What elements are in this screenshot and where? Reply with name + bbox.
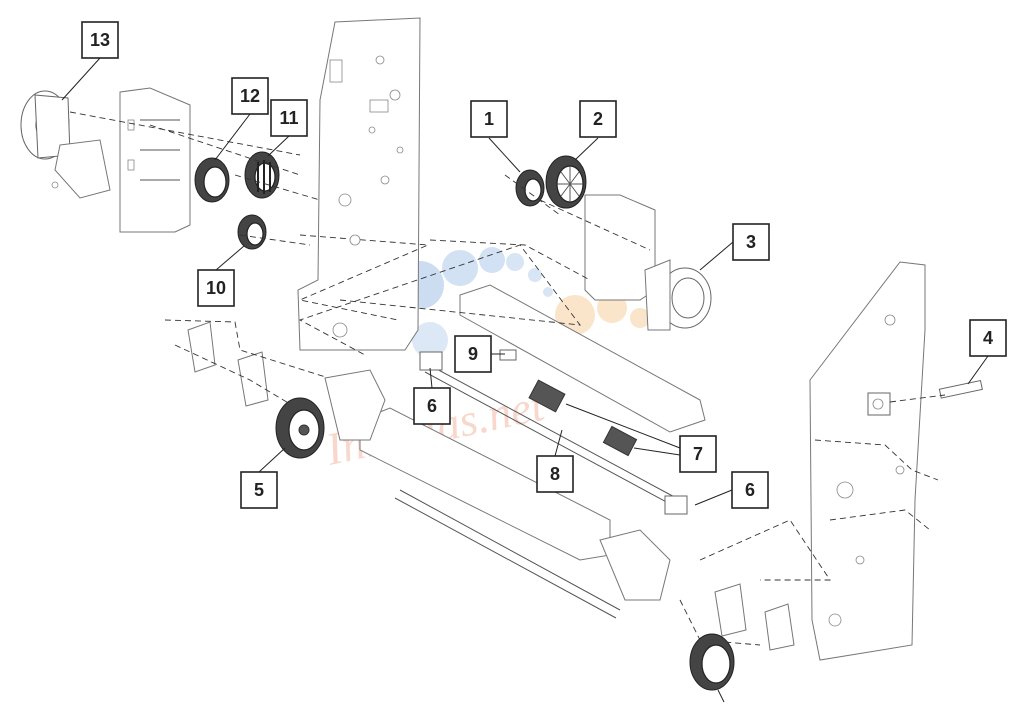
main-side-frame (297, 17, 429, 351)
svg-text:8: 8 (550, 464, 560, 484)
svg-text:5: 5 (254, 480, 264, 500)
callout-6-right: 6 (694, 471, 769, 509)
svg-text:10: 10 (206, 278, 226, 298)
callout-11: 11 (267, 99, 308, 157)
gear-1 (515, 169, 545, 207)
callout-9: 9 (454, 335, 505, 373)
callout-3: 3 (699, 223, 770, 271)
svg-text:13: 13 (90, 30, 110, 50)
svg-text:11: 11 (279, 108, 298, 128)
rail-assembly (324, 284, 706, 619)
callout-5: 5 (240, 447, 286, 509)
callout-7: 7 (565, 403, 717, 473)
svg-text:2: 2 (593, 109, 603, 129)
callout-13: 13 (61, 21, 119, 101)
callout-8: 8 (536, 429, 574, 493)
svg-text:6: 6 (427, 396, 437, 416)
gear-bottom (689, 633, 735, 703)
gear-11 (244, 151, 280, 199)
callout-12: 12 (214, 77, 269, 161)
svg-text:9: 9 (468, 344, 478, 364)
svg-text:3: 3 (746, 232, 756, 252)
gear-2 (545, 155, 587, 209)
gear-12 (194, 157, 230, 203)
callout-4: 4 (967, 319, 1007, 385)
svg-text:6: 6 (745, 480, 755, 500)
gear-5 (275, 397, 325, 459)
svg-text:7: 7 (693, 444, 703, 464)
right-side-frame (809, 261, 939, 661)
gear-10 (237, 214, 267, 250)
callout-6-left: 6 (413, 367, 451, 425)
svg-text:12: 12 (240, 86, 260, 106)
callout-1: 1 (470, 100, 521, 173)
pin-4 (889, 379, 983, 403)
lower-right-brackets (679, 583, 795, 651)
drive-motor-13 (20, 90, 111, 199)
svg-text:4: 4 (983, 328, 993, 348)
callout-2: 2 (574, 100, 617, 161)
left-motor-bracket (119, 87, 191, 233)
callout-10: 10 (197, 245, 245, 307)
svg-text:1: 1 (484, 109, 494, 129)
motor-bracket-3 (584, 194, 712, 331)
left-link-brackets (164, 319, 336, 411)
